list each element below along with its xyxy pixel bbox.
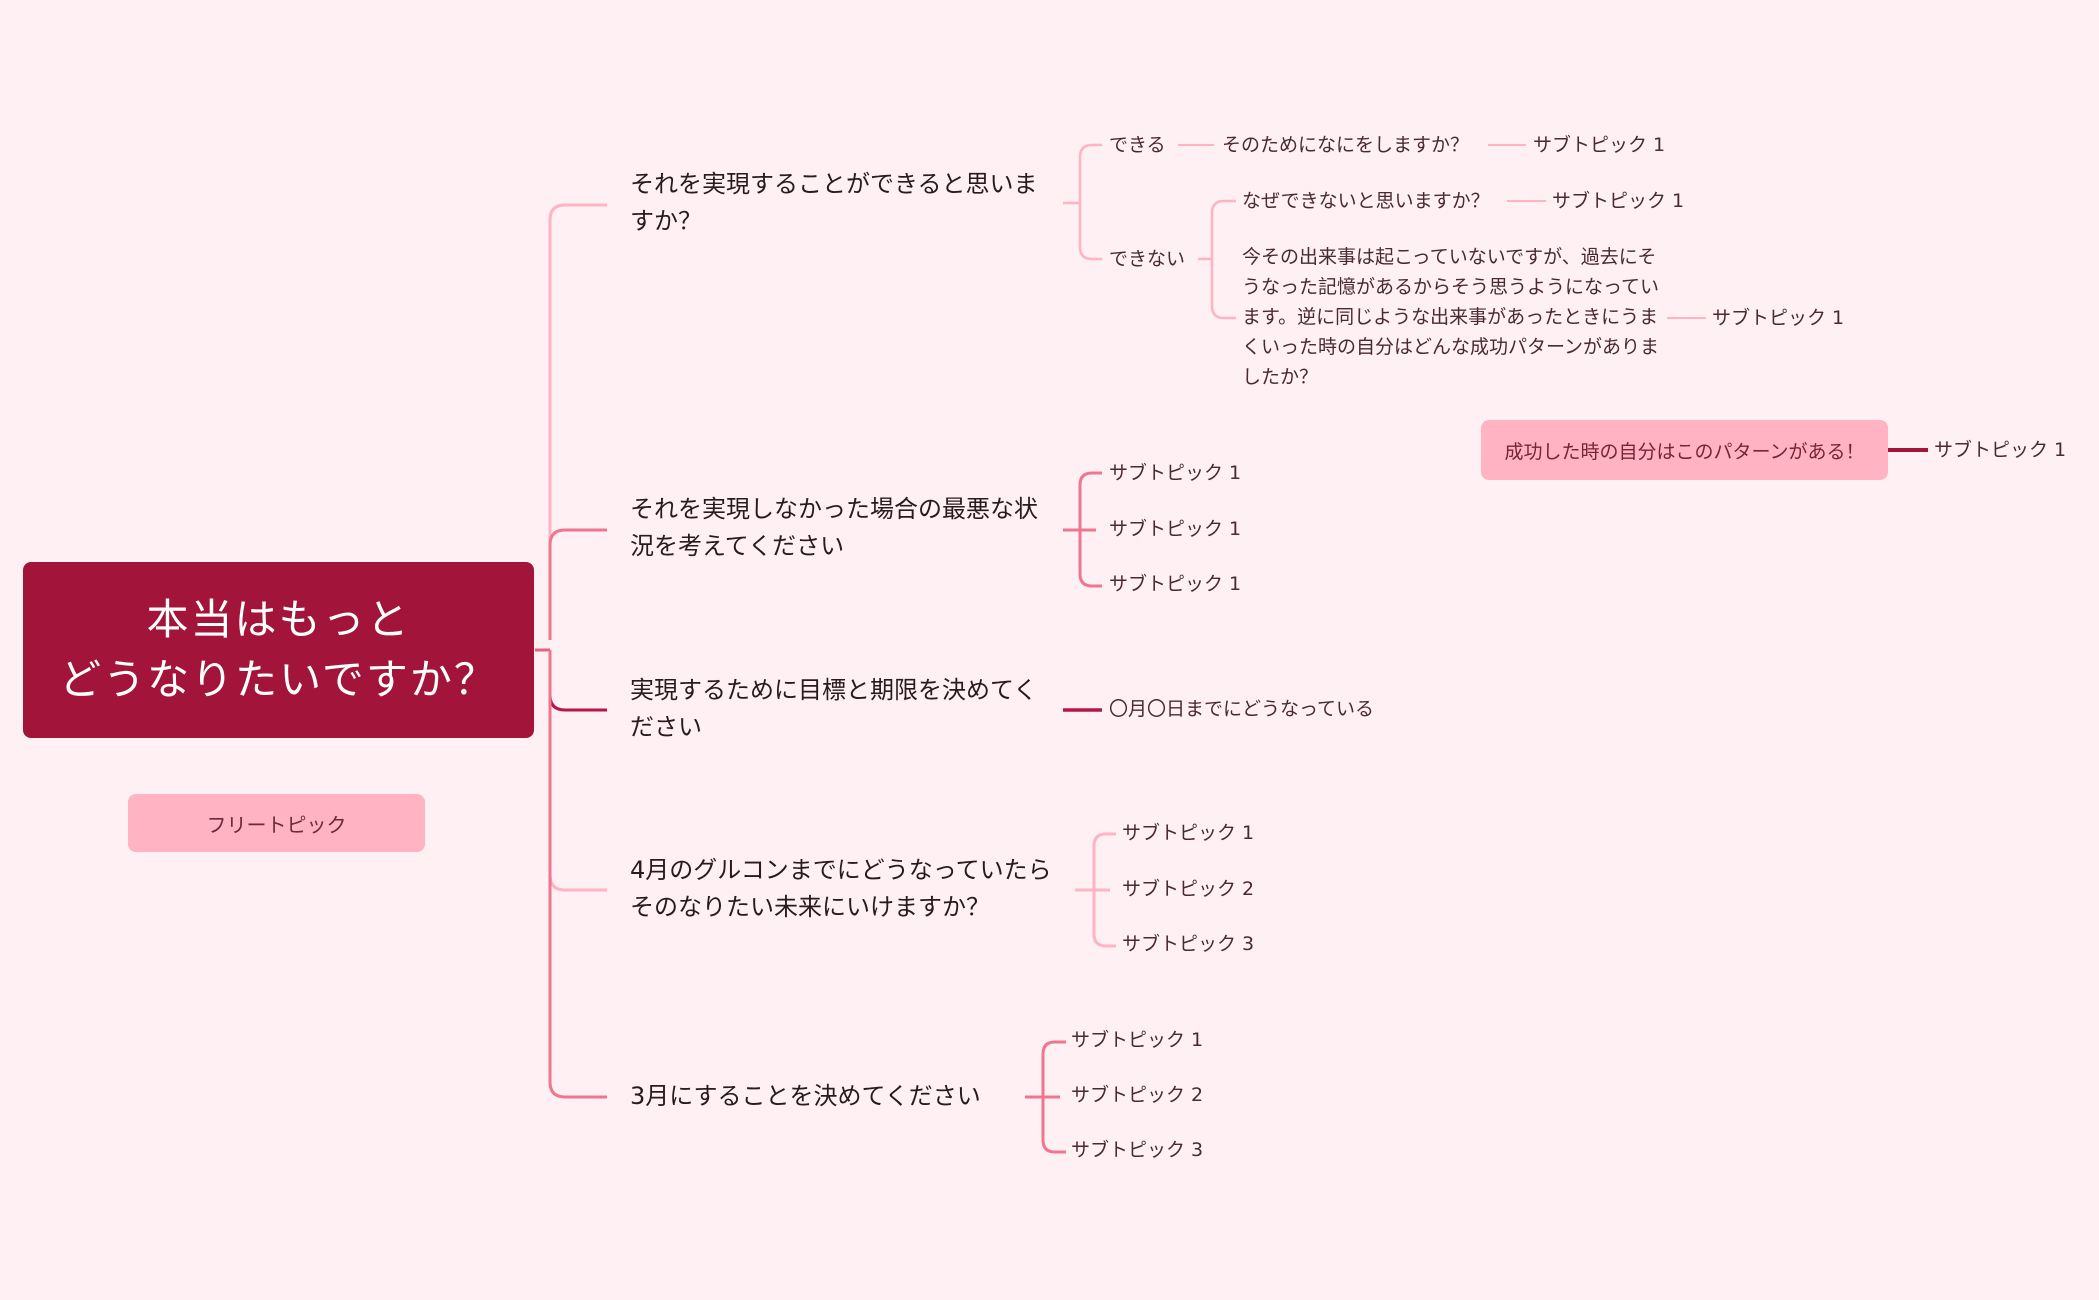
- branch-5-connector: [548, 650, 607, 1099]
- subtopic-leaf[interactable]: サブトピック 2: [1122, 878, 1255, 900]
- subtopic-deadline[interactable]: 〇月〇日までにどうなっている: [1109, 698, 1375, 720]
- subtopic-dekinai[interactable]: できない: [1109, 248, 1186, 270]
- branch-1-connector: [548, 203, 607, 640]
- branch-4-connector: [548, 650, 607, 892]
- callout-subtopic[interactable]: サブトピック 1: [1934, 439, 2067, 461]
- branch-topic-3[interactable]: 実現するために目標と期限を決めてください: [630, 676, 1038, 741]
- branch-topic-5[interactable]: 3月にすることを決めてください: [630, 1082, 981, 1110]
- central-topic-line-2: どうなりたいですか？: [59, 655, 498, 704]
- central-topic[interactable]: 本当はもっと どうなりたいですか？: [23, 562, 534, 738]
- subtopic-dekiru[interactable]: できる: [1109, 134, 1166, 156]
- branch-topic-1[interactable]: それを実現することができると思いますか？: [630, 170, 1038, 235]
- b4-bracket: [1075, 832, 1116, 948]
- branch-2-connector: [548, 528, 607, 640]
- subtopic-leaf[interactable]: サブトピック 1: [1109, 573, 1242, 595]
- b1-bracket: [1063, 143, 1102, 261]
- central-topic-line-1: 本当はもっと: [146, 595, 411, 644]
- branch-3-connector: [548, 650, 607, 712]
- subtopic-leaf[interactable]: サブトピック 1: [1071, 1029, 1204, 1051]
- subtopic-leaf[interactable]: サブトピック 1: [1122, 822, 1255, 844]
- branch-topic-2[interactable]: それを実現しなかった場合の最悪な状況を考えてください: [630, 495, 1038, 560]
- subtopic-leaf[interactable]: サブトピック 3: [1071, 1139, 1204, 1161]
- subtopic-leaf[interactable]: サブトピック 1: [1109, 462, 1242, 484]
- subtopic-why-not[interactable]: なぜできないと思いますか？: [1242, 190, 1490, 212]
- b2-bracket: [1063, 471, 1102, 588]
- subtopic-leaf[interactable]: サブトピック 1: [1552, 190, 1685, 212]
- subtopic-past-pattern[interactable]: 今その出来事は起こっていないですが、過去にそうなった記憶があるからそう思うように…: [1242, 246, 1660, 388]
- subtopic-leaf[interactable]: サブトピック 1: [1712, 307, 1845, 329]
- subtopic-leaf[interactable]: サブトピック 1: [1533, 134, 1666, 156]
- subtopic-leaf[interactable]: サブトピック 2: [1071, 1084, 1204, 1106]
- callout-success-pattern[interactable]: 成功した時の自分はこのパターンがある！: [1481, 420, 1888, 480]
- branch-topic-4[interactable]: 4月のグルコンまでにどうなっていたらそのなりたい未来にいけますか？: [630, 856, 1052, 921]
- subtopic-leaf[interactable]: サブトピック 1: [1109, 518, 1242, 540]
- subtopic-what-will-you-do[interactable]: そのためになにをしますか？: [1222, 134, 1470, 156]
- b1-dekinai-bracket: [1198, 199, 1236, 320]
- subtopic-leaf[interactable]: サブトピック 3: [1122, 933, 1255, 955]
- floating-topic[interactable]: フリートピック: [128, 794, 425, 852]
